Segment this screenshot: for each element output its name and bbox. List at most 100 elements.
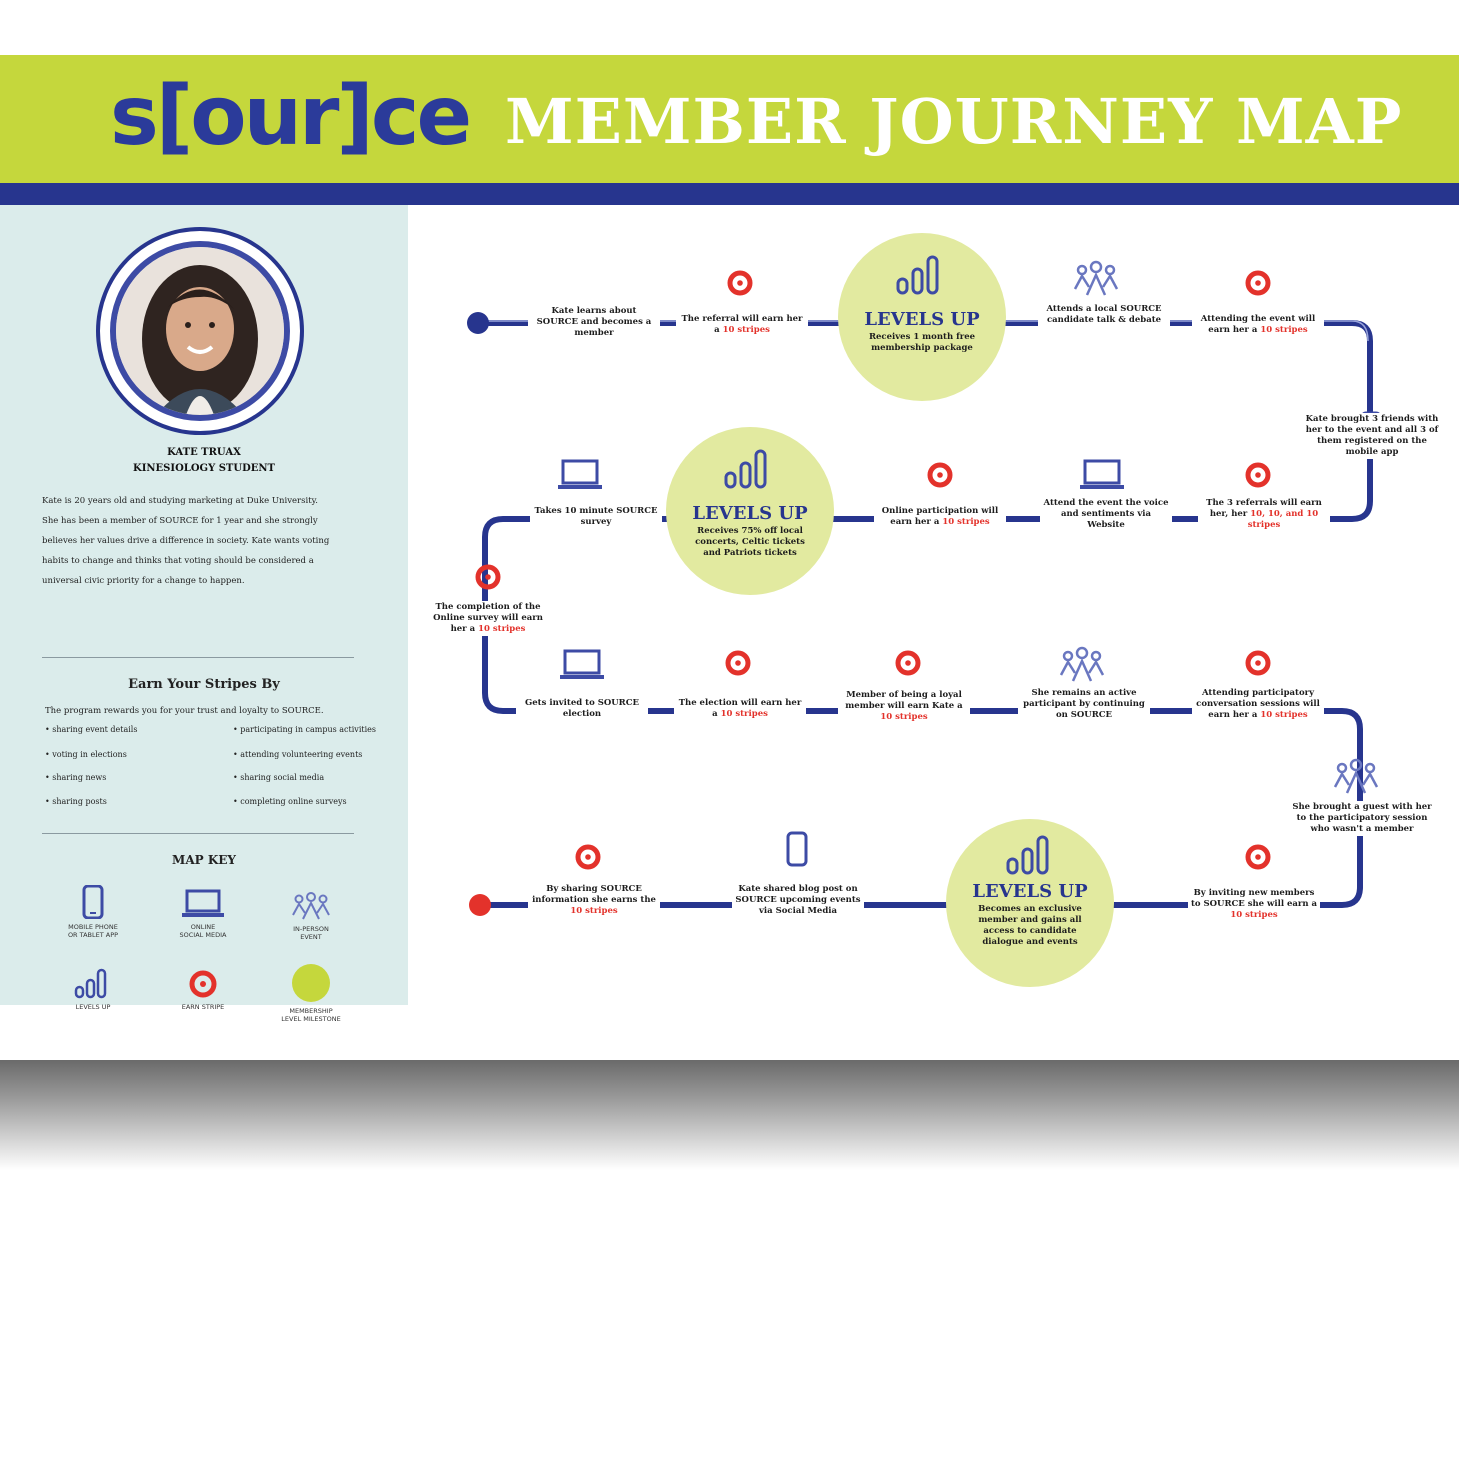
key-stripe: EARN STRIPE <box>148 969 258 1011</box>
levels-icon <box>896 255 939 295</box>
journey-step: Kate learns about SOURCE and becomes a m… <box>528 305 660 340</box>
earn-intro: The program rewards you for your trust a… <box>45 706 324 716</box>
journey-line <box>478 320 1373 908</box>
journey-step: By inviting new members to SOURCE she wi… <box>1188 887 1320 922</box>
key-laptop: ONLINE SOCIAL MEDIA <box>148 889 258 939</box>
earn-title: Earn Your Stripes By <box>128 677 280 692</box>
laptop-icon <box>1080 459 1124 489</box>
bio-line: She has been a member of SOURCE for 1 ye… <box>42 516 318 526</box>
journey-step: Attends a local SOURCE candidate talk & … <box>1038 303 1170 327</box>
key-label: MEMBERSHIP LEVEL MILESTONE <box>281 1007 341 1023</box>
key-phone: MOBILE PHONE OR TABLET APP <box>38 885 148 939</box>
bio-line: universal civic priority for a change to… <box>42 576 245 586</box>
avatar-frame <box>96 227 304 435</box>
persona-sidebar: KATE TRUAX KINESIOLOGY STUDENT Kate is 2… <box>0 205 408 1023</box>
journey-map-poster: s[our]ce MEMBER JOURNEY MAP KATE TRUAX K <box>0 55 1459 1023</box>
journey-path: LEVELS UP Receives 1 month free membersh… <box>467 233 1382 987</box>
earn-item: • sharing news <box>45 773 107 782</box>
journey-step: She remains an active participant by con… <box>1018 687 1150 722</box>
laptop-icon <box>182 889 224 917</box>
divider <box>42 833 354 834</box>
level-circle <box>838 233 1006 401</box>
phone-icon <box>786 831 808 867</box>
journey-step: The election will earn her a 10 stripes <box>674 697 806 721</box>
key-label: ONLINE SOCIAL MEDIA <box>179 923 227 939</box>
earn-item: • voting in elections <box>45 750 127 759</box>
earn-item: • sharing posts <box>45 797 107 806</box>
stripe-icon <box>1248 273 1268 293</box>
laptop-icon <box>560 649 604 679</box>
stripe-icon <box>930 465 950 485</box>
avatar <box>110 241 290 421</box>
poster-shadow <box>0 1060 1459 1170</box>
level-title: LEVELS UP <box>864 309 980 330</box>
levels-icon <box>1006 835 1049 875</box>
map-title: MEMBER JOURNEY MAP <box>505 85 1403 158</box>
key-label: EARN STRIPE <box>181 1003 225 1011</box>
people-icon <box>1059 646 1105 682</box>
level-title: LEVELS UP <box>972 881 1088 902</box>
journey-step: Kate shared blog post on SOURCE upcoming… <box>732 883 864 918</box>
source-logo: s[our]ce <box>110 69 472 164</box>
journey-start-dot <box>467 312 489 334</box>
levels-icon <box>74 968 107 999</box>
level-desc: Receives 1 month free membership package <box>868 332 976 353</box>
bio-line: habits to change and thinks that voting … <box>42 556 314 566</box>
levels-icon <box>724 449 767 489</box>
divider <box>42 657 354 658</box>
journey-step: Member of being a loyal member will earn… <box>838 689 970 724</box>
stripe-icon <box>189 970 217 998</box>
journey-step: The completion of the Online survey will… <box>422 601 554 636</box>
journey-step: Attending the event will earn her a 10 s… <box>1192 313 1324 337</box>
stripe-icon <box>578 847 598 867</box>
level-desc: Receives 75% off local concerts, Celtic … <box>695 526 805 558</box>
stripe-icon <box>730 273 750 293</box>
stripe-icon <box>1248 465 1268 485</box>
persona-bio: Kate is 20 years old and studying market… <box>42 491 362 591</box>
level-desc-wrap: Receives 75% off local concerts, Celtic … <box>695 526 805 558</box>
level-title: LEVELS UP <box>692 503 808 524</box>
level-circle <box>946 819 1114 987</box>
level-desc-wrap: Receives 1 month free membership package <box>868 332 976 353</box>
journey-step: She brought a guest with her to the part… <box>1286 801 1438 836</box>
key-circle: MEMBERSHIP LEVEL MILESTONE <box>256 963 366 1023</box>
earn-item: • completing online surveys <box>233 797 347 806</box>
circle-icon <box>292 964 330 1002</box>
journey-line-highlight <box>478 320 1369 342</box>
stripe-icon <box>1248 653 1268 673</box>
level-desc-wrap: Becomes an exclusive member and gains al… <box>978 904 1082 947</box>
laptop-icon <box>558 459 602 489</box>
journey-end-dot <box>469 894 491 916</box>
persona-photo <box>116 247 284 415</box>
key-label: LEVELS UP <box>75 1003 111 1011</box>
phone-icon <box>82 885 104 919</box>
earn-item: • participating in campus activities <box>233 725 376 734</box>
stripe-icon <box>1248 847 1268 867</box>
level-desc: Becomes an exclusive member and gains al… <box>978 904 1082 947</box>
journey-step: Kate brought 3 friends with her to the e… <box>1302 413 1442 459</box>
key-people: IN-PERSON EVENT <box>256 889 366 941</box>
journey-step: Gets invited to SOURCE election <box>516 697 648 721</box>
journey-step: The referral will earn her a 10 stripes <box>676 313 808 337</box>
journey-step: Takes 10 minute SOURCE survey <box>530 505 662 529</box>
journey-step: The 3 referrals will earn her, her 10, 1… <box>1198 497 1330 532</box>
key-label: IN-PERSON EVENT <box>293 925 329 941</box>
journey-step: Attending participatory conversation ses… <box>1192 687 1324 722</box>
earn-item: • attending volunteering events <box>233 750 363 759</box>
journey-step: By sharing SOURCE information she earns … <box>528 883 660 918</box>
bio-line: believes her values drive a difference i… <box>42 536 330 546</box>
map-key-title: MAP KEY <box>172 853 236 867</box>
people-icon <box>1333 758 1379 794</box>
journey-step: Attend the event the voice and sentiment… <box>1040 497 1172 532</box>
people-icon <box>292 892 330 920</box>
people-icon <box>1073 260 1119 296</box>
earn-item: • sharing social media <box>233 773 325 782</box>
stripe-icon <box>898 653 918 673</box>
header-banner: s[our]ce MEMBER JOURNEY MAP <box>0 55 1459 205</box>
journey-step: Online participation will earn her a 10 … <box>874 505 1006 529</box>
persona-role: KINESIOLOGY STUDENT <box>133 463 275 474</box>
key-label: MOBILE PHONE OR TABLET APP <box>67 923 119 939</box>
stripe-icon <box>728 653 748 673</box>
level-circle <box>666 427 834 595</box>
key-levels: LEVELS UP <box>38 967 148 1011</box>
